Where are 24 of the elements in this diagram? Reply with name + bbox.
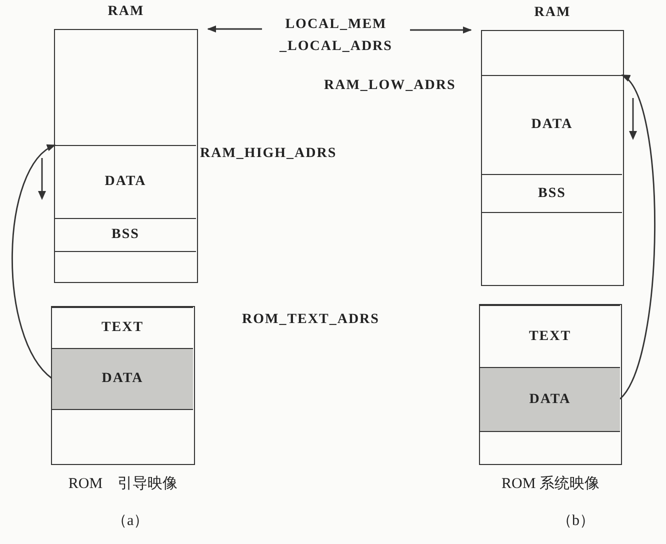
segment-label: DATA — [531, 117, 573, 133]
memory-caption: ROM 引导映像 — [68, 474, 178, 493]
segment-label: BSS — [538, 186, 566, 202]
arrow — [207, 25, 262, 33]
memory-heading: RAM — [533, 5, 572, 21]
address-label: ROM_TEXT_ADRS — [242, 312, 380, 328]
memory-caption: ROM 系统映像 — [502, 474, 600, 493]
segment-label: DATA — [529, 392, 571, 408]
segment-label: TEXT — [528, 328, 572, 344]
arrow — [12, 144, 56, 379]
address-text: LOCAL_MEM _LOCAL_ADRS — [278, 16, 394, 56]
segment-label: DATA — [102, 371, 144, 387]
memory-heading: RAM — [106, 4, 146, 20]
shaded-memory-segment — [52, 348, 193, 409]
address-label: RAM_LOW_ADRS — [324, 78, 456, 94]
shaded-memory-segment — [480, 367, 620, 431]
address-label: RAM_HIGH_ADRS — [200, 146, 337, 162]
figure-caption: （b） — [557, 512, 594, 530]
segment-label: DATA — [104, 174, 146, 190]
arrow — [619, 74, 656, 400]
arrow — [410, 26, 472, 34]
figure-caption: （a） — [112, 512, 149, 530]
segment-label: TEXT — [101, 320, 144, 336]
segment-label: BSS — [112, 227, 140, 243]
